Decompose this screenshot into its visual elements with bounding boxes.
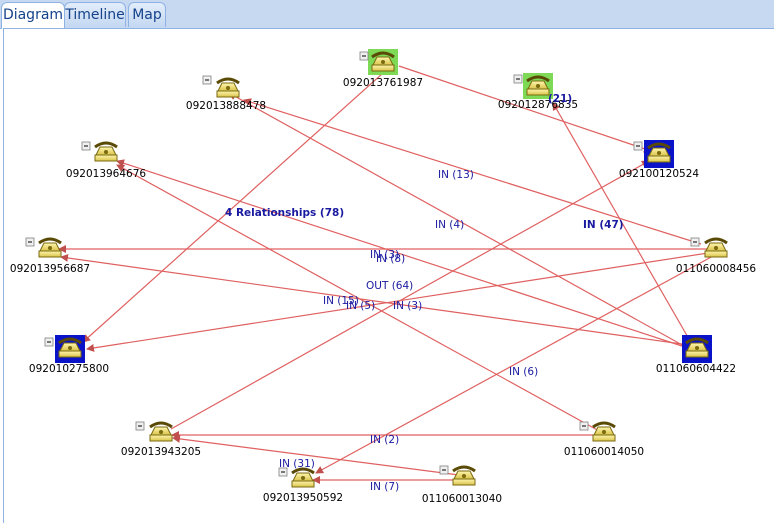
diagram-canvas[interactable]: 092013761987 092013888478 — [3, 28, 774, 523]
telephone-icon — [685, 337, 709, 358]
collapse-icon[interactable] — [25, 237, 35, 247]
edge[interactable] — [82, 72, 384, 343]
node-label: 092012876835 — [498, 99, 578, 111]
node-label: 092010275800 — [29, 363, 109, 375]
node-label: 092100120524 — [619, 168, 699, 180]
collapse-icon[interactable] — [513, 74, 523, 84]
edge[interactable] — [315, 255, 714, 474]
tab-map[interactable]: Map — [128, 2, 166, 27]
collapse-icon[interactable] — [44, 337, 54, 347]
telephone-icon — [94, 141, 118, 162]
telephone-icon — [149, 421, 173, 442]
edge[interactable] — [170, 160, 650, 430]
node-label: 011060008456 — [676, 263, 756, 275]
tab-timeline[interactable]: Timeline — [64, 2, 126, 27]
edge[interactable] — [243, 98, 702, 245]
node-092013956687[interactable]: 092013956687 — [10, 237, 90, 275]
collapse-icon[interactable] — [359, 51, 369, 61]
edge-label[interactable]: IN (3) — [393, 300, 422, 312]
node-092100120524[interactable]: 092100120524 — [619, 140, 699, 180]
edge-labels: IN (13) IN (4) IN (47) 4 Relationships (… — [225, 93, 624, 493]
node-011060013040[interactable]: 011060013040 — [422, 465, 502, 505]
collapse-icon[interactable] — [278, 467, 288, 477]
edge-label[interactable]: IN (13) — [438, 169, 474, 181]
telephone-icon — [38, 237, 62, 258]
edge-label[interactable]: IN (3) — [370, 249, 399, 261]
collapse-icon[interactable] — [81, 141, 91, 151]
edge[interactable] — [116, 164, 602, 433]
collapse-icon[interactable] — [690, 237, 700, 247]
telephone-icon — [216, 77, 240, 98]
node-label: 011060604422 — [656, 363, 736, 375]
edge-label[interactable]: IN (6) — [509, 366, 538, 378]
tab-bar: Diagram Timeline Map — [0, 0, 774, 29]
telephone-icon — [647, 142, 671, 163]
edge-label[interactable]: (21) — [548, 93, 572, 105]
collapse-icon[interactable] — [439, 465, 449, 475]
node-092013950592[interactable]: 092013950592 — [263, 467, 343, 504]
edge[interactable] — [172, 434, 460, 476]
edge-label[interactable]: IN (2) — [370, 434, 399, 446]
edge-label[interactable]: IN (47) — [583, 219, 624, 231]
telephone-icon — [592, 421, 616, 442]
node-092013964676[interactable]: 092013964676 — [66, 141, 146, 180]
node-label: 011060014050 — [564, 446, 644, 458]
telephone-icon — [452, 465, 476, 486]
collapse-icon[interactable] — [579, 421, 589, 431]
telephone-icon — [371, 51, 395, 72]
edge-label[interactable]: IN (7) — [370, 481, 399, 493]
node-092013888478[interactable]: 092013888478 — [186, 75, 266, 112]
edge[interactable] — [398, 65, 652, 153]
node-label: 092013964676 — [66, 168, 146, 180]
node-092013761987[interactable]: 092013761987 — [343, 49, 423, 89]
edge[interactable] — [60, 254, 697, 347]
telephone-icon — [526, 75, 550, 96]
edges — [58, 65, 714, 484]
node-label: 092013761987 — [343, 77, 423, 89]
collapse-icon[interactable] — [202, 75, 212, 85]
edge[interactable] — [552, 102, 694, 347]
edge[interactable] — [86, 252, 709, 352]
edge-label[interactable]: IN (5) — [346, 300, 375, 312]
edge-label[interactable]: IN (31) — [279, 458, 315, 470]
edge-label[interactable]: IN (4) — [435, 219, 464, 231]
edge[interactable] — [228, 92, 694, 352]
node-label: 092013943205 — [121, 446, 201, 458]
node-092013943205[interactable]: 092013943205 — [121, 421, 201, 458]
tab-diagram[interactable]: Diagram — [1, 2, 65, 29]
node-label: 011060013040 — [422, 493, 502, 505]
edge[interactable] — [116, 159, 692, 350]
node-092010275800[interactable]: 092010275800 — [29, 335, 109, 375]
collapse-icon[interactable] — [135, 421, 145, 431]
node-011060014050[interactable]: 011060014050 — [564, 421, 644, 458]
node-011060008456[interactable]: 011060008456 — [676, 237, 756, 275]
telephone-icon — [58, 337, 82, 358]
collapse-icon[interactable] — [633, 141, 643, 151]
edge-label[interactable]: IN (8) — [376, 253, 405, 265]
node-label: 092013950592 — [263, 492, 343, 504]
relationship-graph: 092013761987 092013888478 — [10, 49, 756, 505]
edge-label[interactable]: OUT (64) — [366, 280, 413, 292]
node-011060604422[interactable]: 011060604422 — [656, 335, 736, 375]
telephone-icon — [704, 237, 728, 258]
node-label: 092013956687 — [10, 263, 90, 275]
edge-label[interactable]: 4 Relationships (78) — [225, 207, 344, 219]
edge-label[interactable]: IN (15) — [323, 295, 359, 307]
node-label: 092013888478 — [186, 100, 266, 112]
telephone-icon — [291, 467, 315, 488]
node-092012876835[interactable]: 092012876835 — [498, 73, 578, 111]
